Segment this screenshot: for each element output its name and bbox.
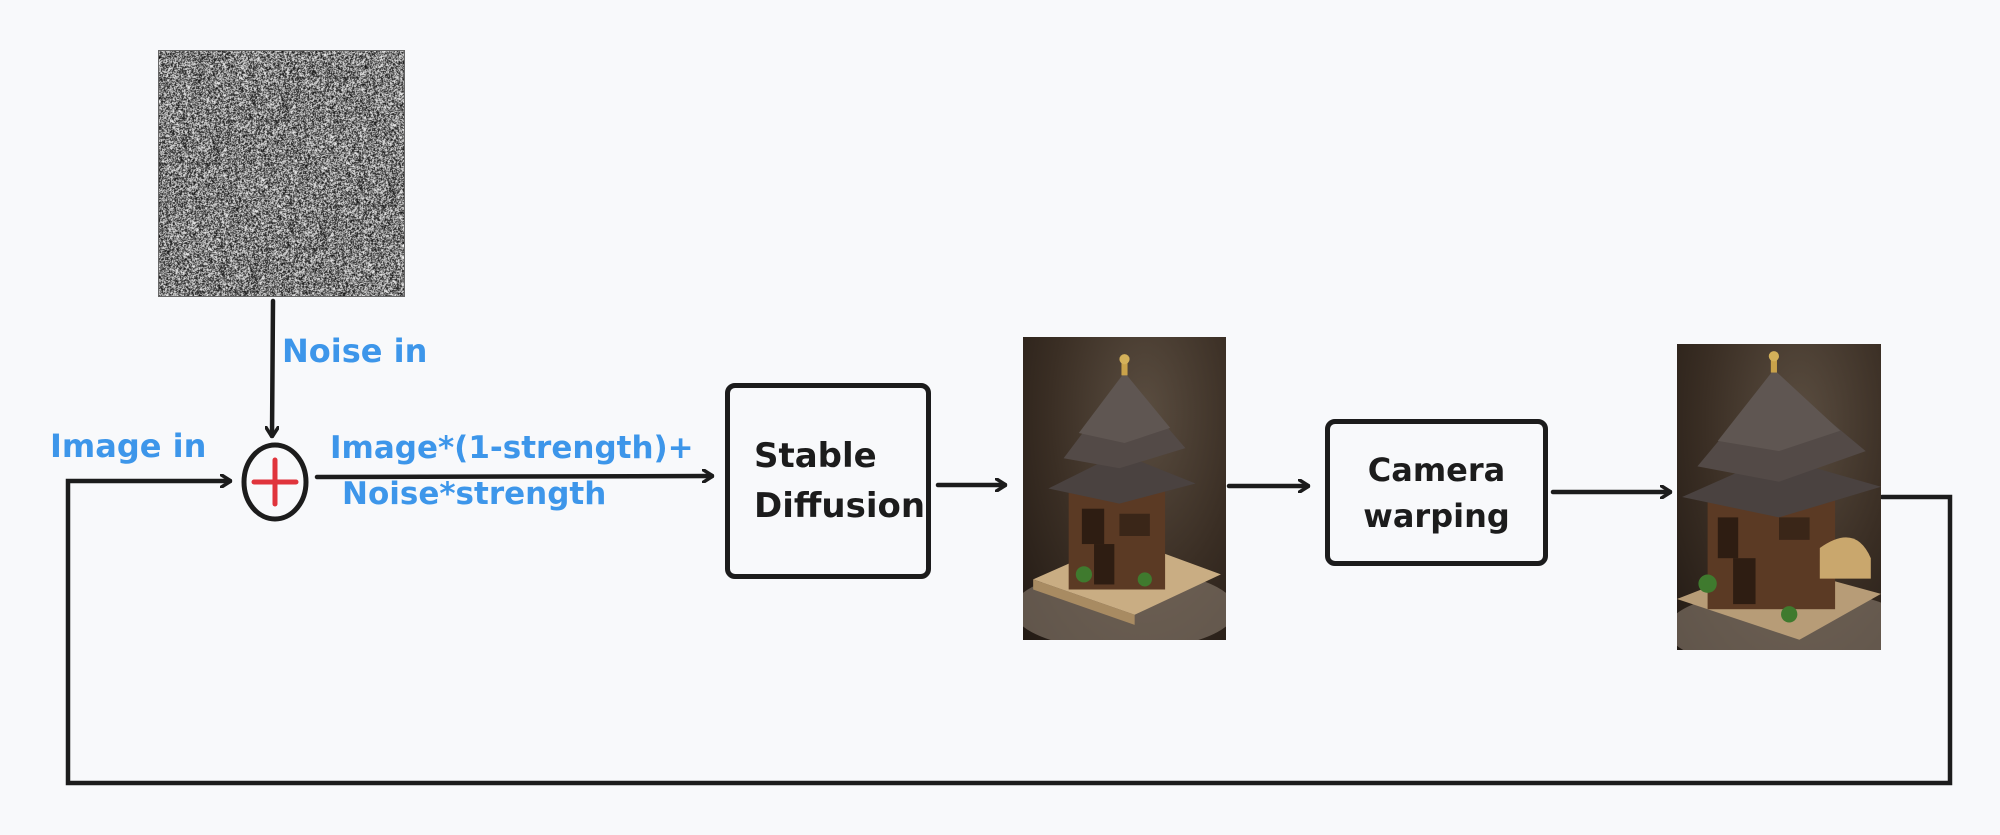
label-noise-in: Noise in bbox=[282, 332, 428, 370]
sum-node bbox=[241, 442, 309, 522]
house-render-image bbox=[1023, 337, 1226, 640]
house-render-warped-image bbox=[1677, 344, 1881, 650]
house-warped-illustration bbox=[1677, 351, 1881, 650]
noise-pattern bbox=[159, 51, 404, 296]
arrow-noise-to-sum bbox=[272, 298, 273, 439]
stable-diffusion-block: Stable Diffusion bbox=[725, 383, 931, 579]
camera-warping-block: Camera warping bbox=[1325, 419, 1548, 566]
noise-image bbox=[158, 50, 405, 297]
house-illustration bbox=[1023, 354, 1226, 640]
plus-icon bbox=[251, 457, 299, 507]
feedback-loop-line bbox=[65, 481, 1953, 786]
arrow-sum-to-sd bbox=[314, 476, 715, 477]
label-formula-line2: Noise*strength bbox=[342, 476, 607, 512]
label-image-in: Image in bbox=[50, 427, 207, 465]
stable-diffusion-line2: Diffusion bbox=[754, 486, 926, 526]
label-formula-line1: Image*(1-strength)+ bbox=[330, 430, 694, 466]
camera-warping-line1: Camera bbox=[1367, 450, 1506, 489]
stable-diffusion-line1: Stable bbox=[754, 436, 877, 476]
camera-warping-line2: warping bbox=[1363, 496, 1510, 535]
